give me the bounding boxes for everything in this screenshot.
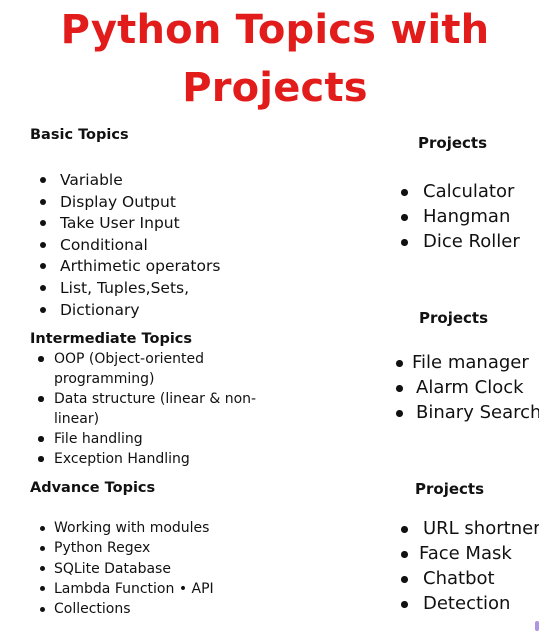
list-item: Variable bbox=[40, 170, 220, 192]
advance-topics-list: Working with modules Python Regex SQLite… bbox=[40, 519, 214, 620]
bullet-icon bbox=[396, 360, 403, 367]
list-item-label: Data structure (linear & non- bbox=[54, 391, 257, 407]
list-item: Take User Input bbox=[40, 213, 220, 235]
list-item-label: Calculator bbox=[423, 181, 515, 202]
projects-list-basic: Calculator Hangman Dice Roller bbox=[401, 181, 520, 256]
list-item-label: OOP (Object-oriented bbox=[54, 351, 204, 367]
bullet-icon bbox=[40, 198, 46, 205]
bullet-icon bbox=[40, 220, 46, 227]
basic-topics-list: Variable Display Output Take User Input … bbox=[40, 170, 220, 321]
list-item-label: Face Mask bbox=[419, 543, 512, 564]
list-item: Data structure (linear & non-linear) bbox=[38, 389, 268, 429]
corner-decoration bbox=[535, 621, 539, 631]
list-item-label: Variable bbox=[60, 171, 123, 189]
list-item: Lambda Function • API bbox=[40, 580, 214, 600]
list-item: Display Output bbox=[40, 192, 220, 214]
list-item-label: Hangman bbox=[423, 206, 511, 227]
list-item-label: Python Regex bbox=[54, 540, 151, 557]
bullet-icon bbox=[401, 239, 408, 246]
list-item: Chatbot bbox=[401, 568, 539, 593]
list-item: SQLite Database bbox=[40, 560, 214, 580]
list-item: Hangman bbox=[401, 206, 520, 231]
bullet-icon bbox=[40, 566, 45, 572]
list-item: Arthimetic operators bbox=[40, 256, 220, 278]
projects-heading-basic: Projects bbox=[418, 134, 488, 152]
bullet-icon bbox=[396, 385, 403, 392]
basic-topics-heading: Basic Topics bbox=[30, 127, 129, 143]
bullet-icon bbox=[38, 396, 44, 402]
list-item-label: Display Output bbox=[60, 192, 176, 211]
bullet-icon bbox=[40, 545, 45, 551]
projects-list-advance: URL shortner Face Mask Chatbot Detection bbox=[401, 518, 539, 618]
list-item-label-continued: programming) bbox=[54, 371, 155, 387]
bullet-icon bbox=[38, 436, 44, 442]
list-item: Calculator bbox=[401, 181, 520, 206]
list-item-label: Conditional bbox=[60, 235, 148, 254]
list-item-label: File handling bbox=[54, 431, 143, 447]
bullet-icon bbox=[40, 177, 46, 183]
list-item-label: Binary Search bbox=[416, 402, 539, 423]
list-item-label: List, Tuples,Sets, bbox=[60, 278, 190, 297]
list-item: File handling bbox=[38, 429, 268, 449]
list-item: Dictionary bbox=[40, 300, 220, 322]
list-item: Conditional bbox=[40, 235, 220, 257]
list-item-label: Dictionary bbox=[60, 300, 140, 319]
page-title-line2: Projects bbox=[182, 65, 368, 111]
list-item: Detection bbox=[401, 593, 539, 618]
list-item: Working with modules bbox=[40, 519, 214, 539]
list-item-label: URL shortner bbox=[423, 518, 539, 539]
list-item-label: Working with modules bbox=[54, 520, 210, 536]
projects-heading-advance: Projects bbox=[415, 480, 485, 498]
bullet-icon bbox=[401, 526, 408, 533]
list-item: OOP (Object-oriented programming) bbox=[38, 349, 268, 389]
list-item-label: File manager bbox=[412, 352, 529, 373]
list-item: Binary Search bbox=[396, 402, 539, 427]
list-item: URL shortner bbox=[401, 518, 539, 543]
list-item-label: Arthimetic operators bbox=[60, 257, 221, 276]
bullet-icon bbox=[396, 410, 403, 417]
bullet-icon bbox=[401, 601, 408, 608]
bullet-icon bbox=[401, 214, 408, 221]
list-item-label: Exception Handling bbox=[54, 451, 190, 467]
list-item: Collections bbox=[40, 600, 214, 620]
bullet-icon bbox=[401, 576, 408, 583]
bullet-icon bbox=[38, 356, 44, 362]
list-item-label: SQLite Database bbox=[54, 560, 171, 577]
list-item: List, Tuples,Sets, bbox=[40, 278, 220, 300]
list-item: Dice Roller bbox=[401, 231, 520, 256]
intermediate-topics-heading: Intermediate Topics bbox=[30, 331, 193, 347]
list-item: Alarm Clock bbox=[396, 377, 539, 402]
advance-topics-heading: Advance Topics bbox=[30, 480, 156, 496]
list-item-label: Detection bbox=[423, 593, 511, 614]
projects-list-intermediate: File manager Alarm Clock Binary Search bbox=[396, 352, 539, 427]
list-item: Face Mask bbox=[401, 543, 539, 568]
list-item-label: Chatbot bbox=[423, 568, 495, 589]
bullet-icon bbox=[40, 306, 46, 313]
list-item-label: Dice Roller bbox=[423, 231, 520, 252]
bullet-icon bbox=[401, 189, 408, 196]
list-item-label: Take User Input bbox=[60, 214, 180, 233]
bullet-icon bbox=[40, 606, 45, 612]
intermediate-topics-list: OOP (Object-oriented programming) Data st… bbox=[38, 349, 268, 469]
bullet-icon bbox=[401, 551, 408, 558]
list-item: Python Regex bbox=[40, 539, 214, 559]
bullet-icon bbox=[40, 241, 46, 248]
bullet-icon bbox=[40, 525, 45, 531]
projects-heading-intermediate: Projects bbox=[419, 309, 489, 327]
bullet-icon bbox=[38, 456, 44, 462]
list-item-label: Collections bbox=[54, 601, 131, 618]
list-item-label: Lambda Function • API bbox=[54, 580, 214, 597]
list-item-label: Alarm Clock bbox=[416, 377, 524, 398]
bullet-icon bbox=[40, 263, 46, 270]
page-title-line1: Python Topics with bbox=[60, 7, 490, 53]
bullet-icon bbox=[40, 586, 45, 592]
list-item: File manager bbox=[396, 352, 539, 377]
list-item: Exception Handling bbox=[38, 449, 268, 469]
bullet-icon bbox=[40, 284, 46, 291]
list-item-label-continued: linear) bbox=[54, 411, 100, 427]
